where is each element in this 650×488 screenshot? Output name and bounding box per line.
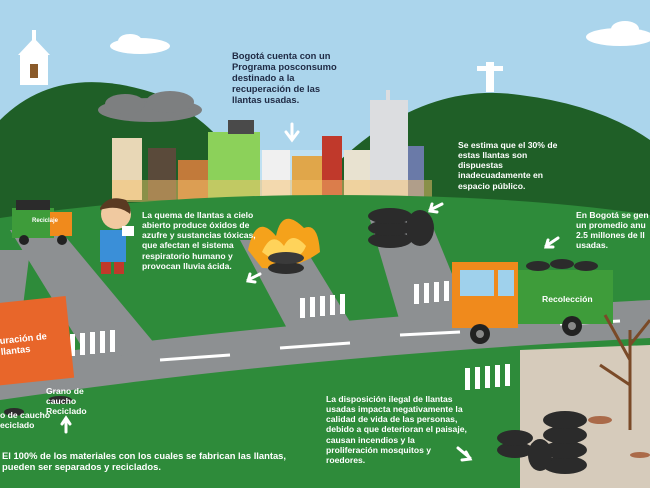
powder-label: o de caucho eciclado: [0, 410, 51, 431]
church-icon: [18, 30, 50, 85]
burning-tires: [248, 218, 320, 274]
arrow-icons: [60, 122, 560, 462]
sign-icon: [0, 296, 75, 386]
program-text: Bogotá cuenta con un Programa posconsumo…: [232, 50, 337, 106]
rubber-granules: [4, 396, 72, 416]
cloud-right: [586, 21, 650, 46]
tire-stack-bottom: [497, 411, 587, 474]
estimate-text: Se estima que el 30% de estas llantas so…: [458, 140, 558, 191]
grain-label: Grano de caucho Reciclado: [46, 386, 87, 417]
smog-cloud: [98, 91, 202, 122]
tree-icon: [599, 314, 650, 430]
debris: [588, 416, 650, 458]
collection-truck-icon: [452, 259, 613, 344]
cloud-left: [110, 34, 170, 54]
person-icon: [100, 198, 134, 274]
crossings: [70, 281, 510, 390]
burning-text: La quema de llantas a cielo abierto prod…: [142, 210, 256, 271]
truck-label: Recolección: [542, 294, 593, 304]
bogota-average-text: En Bogotá se gen un promedio anu 2.5 mil…: [576, 210, 649, 251]
statue-icon: [477, 62, 503, 92]
tire-stack-top: [368, 208, 434, 248]
recycle-100-text: El 100% de los materiales con los cuales…: [2, 450, 286, 473]
small-truck-icon: [12, 200, 72, 245]
small-truck-label: Reciclaje: [32, 218, 59, 224]
city-buildings: [112, 90, 432, 202]
illegal-disposal-text: La disposición ilegal de llantas usadas …: [326, 394, 467, 465]
